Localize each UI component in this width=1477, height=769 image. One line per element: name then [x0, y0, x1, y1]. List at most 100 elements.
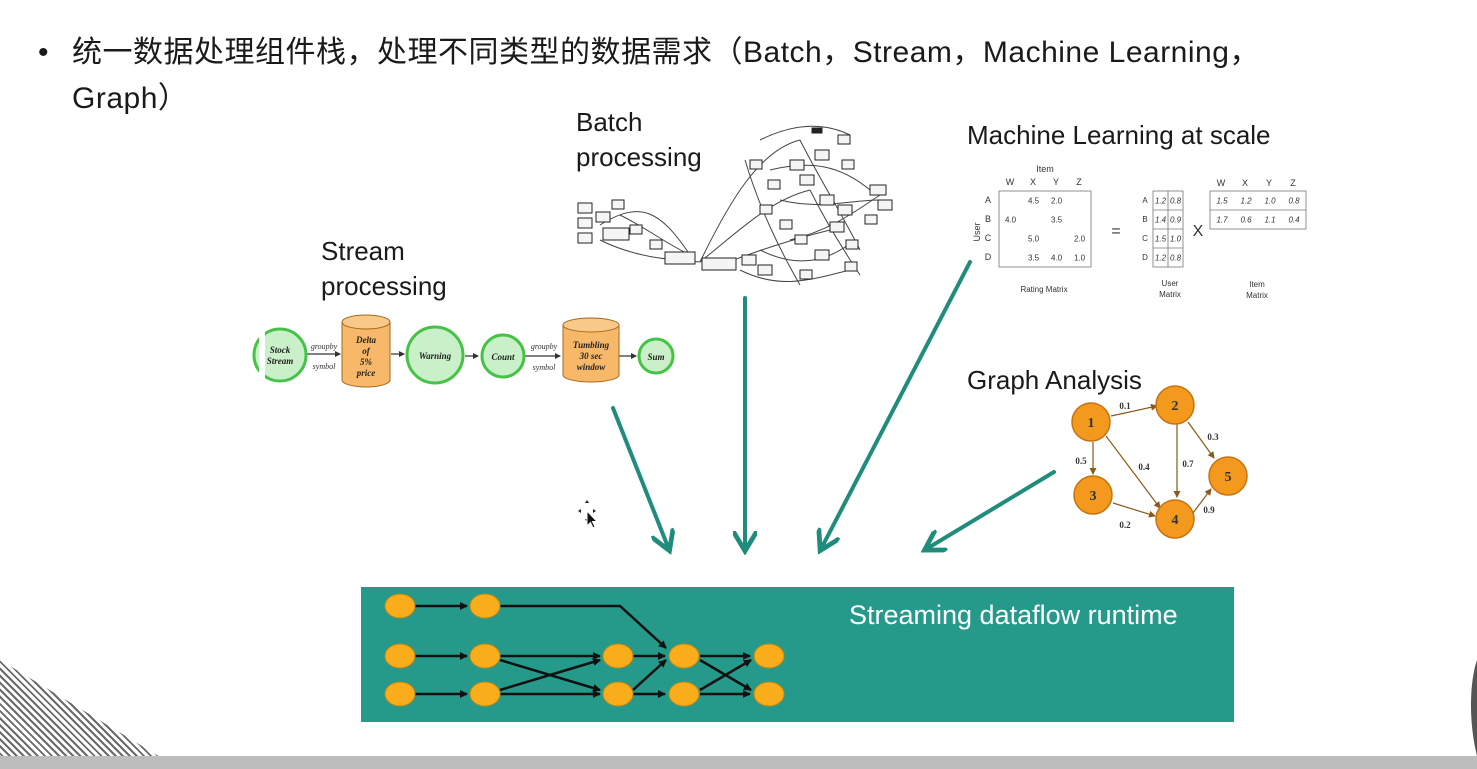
user-matrix-cell: 0.8 — [1170, 197, 1182, 206]
item-matrix-cell: 1.1 — [1264, 216, 1275, 225]
ml-col-z: Z — [1076, 177, 1082, 187]
ml-item-col-z: Z — [1290, 178, 1296, 188]
stream-node-sum-label: Sum — [647, 352, 664, 362]
item-matrix-cell: 1.0 — [1264, 197, 1276, 206]
user-matrix-cell: 1.2 — [1155, 197, 1167, 206]
stream-node-count-label: Count — [491, 352, 515, 362]
graph-edge-1-2: 0.1 — [1119, 401, 1131, 411]
user-matrix-cell: 1.4 — [1155, 216, 1167, 225]
graph-node-5-label: 5 — [1225, 470, 1232, 485]
user-matrix-grid — [1152, 190, 1184, 268]
edge-label-symbol-2: symbol — [533, 363, 556, 372]
runtime-node — [668, 643, 700, 669]
runtime-node — [602, 643, 634, 669]
user-matrix-cell: 1.0 — [1170, 235, 1182, 244]
stream-node-window-label-3: window — [577, 362, 607, 372]
bullet-symbol: • — [38, 36, 50, 69]
ml-item-header: Item — [1036, 164, 1054, 174]
ml-times: X — [1193, 223, 1204, 240]
item-matrix-cell: 1.7 — [1216, 216, 1228, 225]
graph-edge-3-4: 0.2 — [1119, 520, 1131, 530]
stream-node-warning-label: Warning — [419, 351, 452, 361]
stream-node-window-label-2: 30 sec — [579, 351, 603, 361]
runtime-node — [753, 643, 785, 669]
ml-row-a: A — [985, 195, 991, 205]
graph-analysis: 1 2 3 4 5 0.1 0.5 0.4 0.7 0.3 0.2 0.9 — [1071, 385, 1248, 539]
ml-label: Machine Learning at scale — [967, 120, 1271, 150]
runtime-node — [384, 681, 416, 707]
stream-node-delta-label-4: price — [356, 368, 376, 378]
ml-item-caption-2: Matrix — [1246, 291, 1268, 300]
edge-label-groupby-1: groupby — [311, 342, 338, 351]
runtime-dataflow — [384, 593, 785, 707]
ml-item-caption-1: Item — [1249, 280, 1265, 289]
ml-item-col-x: X — [1242, 178, 1248, 188]
runtime-label: Streaming dataflow runtime — [849, 600, 1178, 630]
item-matrix-grid — [1209, 190, 1307, 230]
stream-node-warning — [405, 325, 465, 385]
runtime-node — [469, 681, 501, 707]
rating-matrix-cell: 2.0 — [1051, 197, 1063, 206]
batch-label-line1: Batch — [576, 107, 643, 137]
graph-edge-1-3: 0.5 — [1075, 456, 1087, 466]
runtime-node — [668, 681, 700, 707]
graph-edge-4-5: 0.9 — [1203, 505, 1215, 515]
graph-edge-1-4: 0.4 — [1138, 462, 1150, 472]
user-matrix-cell: 1.5 — [1155, 235, 1167, 244]
batch-dag-boxes — [577, 127, 893, 280]
ml-user-row-b: B — [1142, 215, 1147, 224]
stream-node-window-label-1: Tumbling — [573, 340, 610, 350]
arrow-from-graph — [928, 470, 1056, 548]
graph-node-4-label: 4 — [1172, 513, 1179, 528]
ml-equals: = — [1111, 223, 1120, 240]
user-matrix-cell: 0.8 — [1170, 254, 1182, 263]
stream-node-sum — [637, 337, 675, 375]
ml-user-caption-2: Matrix — [1159, 290, 1181, 299]
graph-node-1-label: 1 — [1088, 416, 1095, 431]
ml-user-caption-1: User — [1162, 279, 1179, 288]
runtime-node — [384, 593, 416, 619]
edge-label-symbol-1: symbol — [313, 362, 336, 371]
stream-label-line1: Stream — [321, 236, 405, 266]
stream-label-line2: processing — [321, 271, 447, 301]
bottom-bar — [0, 756, 1477, 769]
stream-node-stock-label-2: Stream — [267, 356, 294, 366]
graph-label: Graph Analysis — [967, 365, 1142, 395]
graph-node-4 — [1155, 499, 1195, 539]
graph-node-2-label: 2 — [1172, 399, 1179, 414]
runtime-input-arrows — [611, 260, 1056, 548]
ml-col-y: Y — [1053, 177, 1059, 187]
ml-item-col-w: W — [1217, 178, 1226, 188]
rating-matrix-cell: 4.0 — [1005, 216, 1017, 225]
stream-node-delta-label-2: of — [362, 346, 371, 356]
stream-cylinder-delta — [341, 322, 391, 388]
runtime-node — [469, 643, 501, 669]
ml-row-c: C — [985, 233, 992, 243]
graph-node-5 — [1208, 456, 1248, 496]
item-matrix-cell: 0.8 — [1288, 197, 1300, 206]
stream-node-delta-label-1: Delta — [355, 335, 376, 345]
item-matrix-cell: 0.4 — [1288, 216, 1300, 225]
stream-cylinder-window — [562, 325, 620, 383]
stream-node-count — [480, 333, 526, 379]
item-matrix-cell: 0.6 — [1240, 216, 1252, 225]
graph-edge-2-4: 0.7 — [1182, 459, 1194, 469]
arrow-from-stream — [611, 406, 668, 547]
runtime-node — [384, 643, 416, 669]
graph-node-2 — [1155, 385, 1195, 425]
ml-rating-caption: Rating Matrix — [1020, 285, 1067, 294]
runtime-node — [753, 681, 785, 707]
rating-matrix-cell: 3.5 — [1051, 216, 1063, 225]
ml-col-w: W — [1006, 177, 1015, 187]
stream-pipeline: Stock Stream Delta of 5% price Warning C… — [252, 314, 675, 388]
ml-row-b: B — [985, 214, 991, 224]
batch-label-line2: processing — [576, 142, 702, 172]
ml-item-col-y: Y — [1266, 178, 1272, 188]
runtime-box — [361, 587, 1234, 722]
user-matrix-cell: 0.9 — [1170, 216, 1182, 225]
